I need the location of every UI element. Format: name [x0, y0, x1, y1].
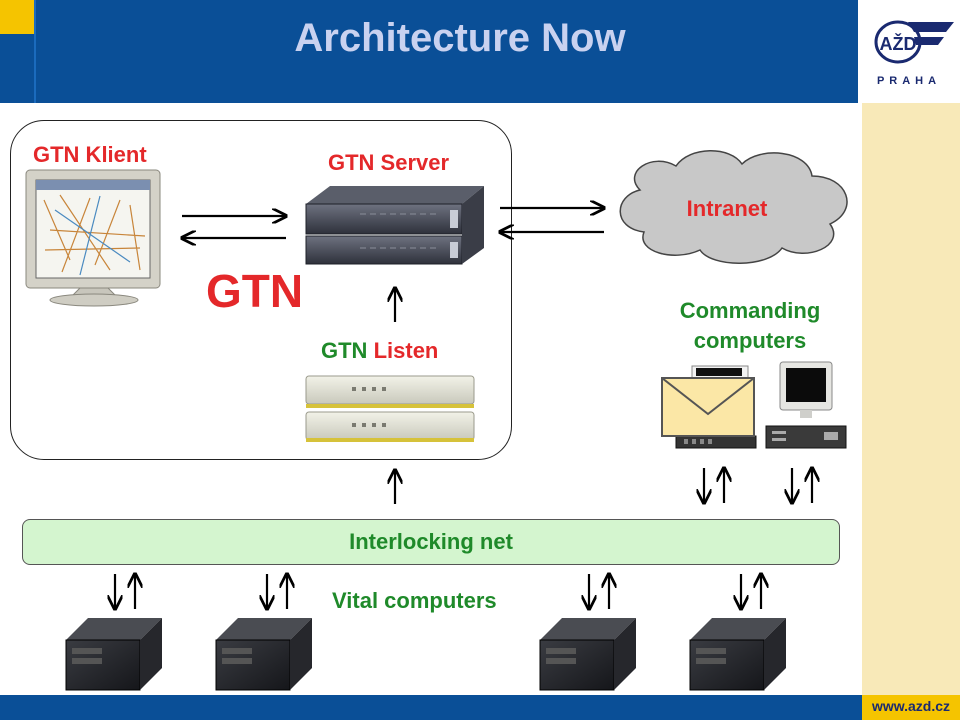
logo-sub: PRAHA [877, 75, 941, 87]
vital-computer-4-icon [689, 618, 786, 691]
azd-logo-icon: AŽD PRAHA [874, 20, 954, 87]
intranet-cloud-icon [619, 150, 848, 264]
header-bar [0, 0, 858, 103]
gtn-listen-suffix: Listen [373, 338, 439, 363]
commanding-line1: Commanding [679, 298, 821, 323]
vital-computers-label: Vital computers [332, 588, 497, 613]
right-stripe [862, 103, 960, 695]
logo-panel: AŽD PRAHA [858, 0, 960, 103]
page-title: Architecture Now [294, 16, 626, 60]
arrows [115, 208, 812, 609]
gtn-listen-label: GTN Listen [321, 338, 438, 364]
gtn-listen-prefix: GTN [321, 338, 368, 363]
vital-computer-2-icon [215, 618, 312, 691]
gtn-server-label: GTN Server [328, 150, 450, 175]
gtn-listen-router-icon [305, 375, 475, 442]
intranet-label: Intranet [686, 196, 768, 221]
vital-computer-1-icon [65, 618, 162, 691]
footer-bar [0, 695, 960, 720]
footer-url[interactable]: www.azd.cz [871, 698, 951, 714]
header-corner-accent [0, 0, 34, 34]
interlocking-net-bar: Interlocking net [22, 519, 840, 565]
gtn-big-label: GTN [206, 265, 304, 317]
envelope-icon [661, 377, 755, 437]
vital-computer-3-icon [539, 618, 636, 691]
commanding-line2: computers [693, 328, 807, 353]
logo-text: AŽD [880, 33, 917, 54]
gtn-klient-monitor-icon [25, 169, 161, 307]
header-divider [34, 0, 36, 103]
gtn-server-icon [305, 186, 484, 265]
commanding-computers-label: Commanding computers [640, 296, 860, 356]
commanding-computer-2-icon [765, 361, 847, 449]
footer-accent [862, 695, 960, 720]
gtn-klient-label: GTN Klient [33, 142, 147, 167]
